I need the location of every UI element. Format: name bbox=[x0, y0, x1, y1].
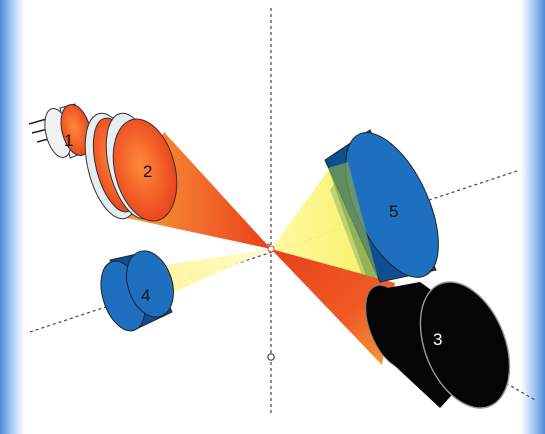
detector-5-shadow bbox=[328, 162, 378, 278]
component-2-lens: 2 bbox=[84, 112, 178, 222]
label-component-1: 1 bbox=[64, 131, 73, 150]
label-component-5: 5 bbox=[389, 202, 398, 221]
axis-marker bbox=[267, 353, 275, 361]
component-1-laser-source: 1 bbox=[28, 103, 92, 159]
focal-point bbox=[267, 245, 275, 253]
outgoing-beam bbox=[271, 249, 395, 365]
component-4-detector: 4 bbox=[100, 250, 174, 332]
component-3-detector: 3 bbox=[365, 281, 511, 409]
lens-face bbox=[112, 118, 178, 222]
beam-to-component-4 bbox=[160, 249, 271, 296]
label-component-3: 3 bbox=[433, 330, 442, 349]
label-component-4: 4 bbox=[141, 286, 150, 305]
label-component-2: 2 bbox=[143, 162, 152, 181]
detector-4-face bbox=[126, 250, 174, 318]
beam-to-component-5 bbox=[271, 168, 378, 282]
component-5-detector: 5 bbox=[324, 129, 439, 283]
detector-3-face bbox=[419, 281, 511, 409]
